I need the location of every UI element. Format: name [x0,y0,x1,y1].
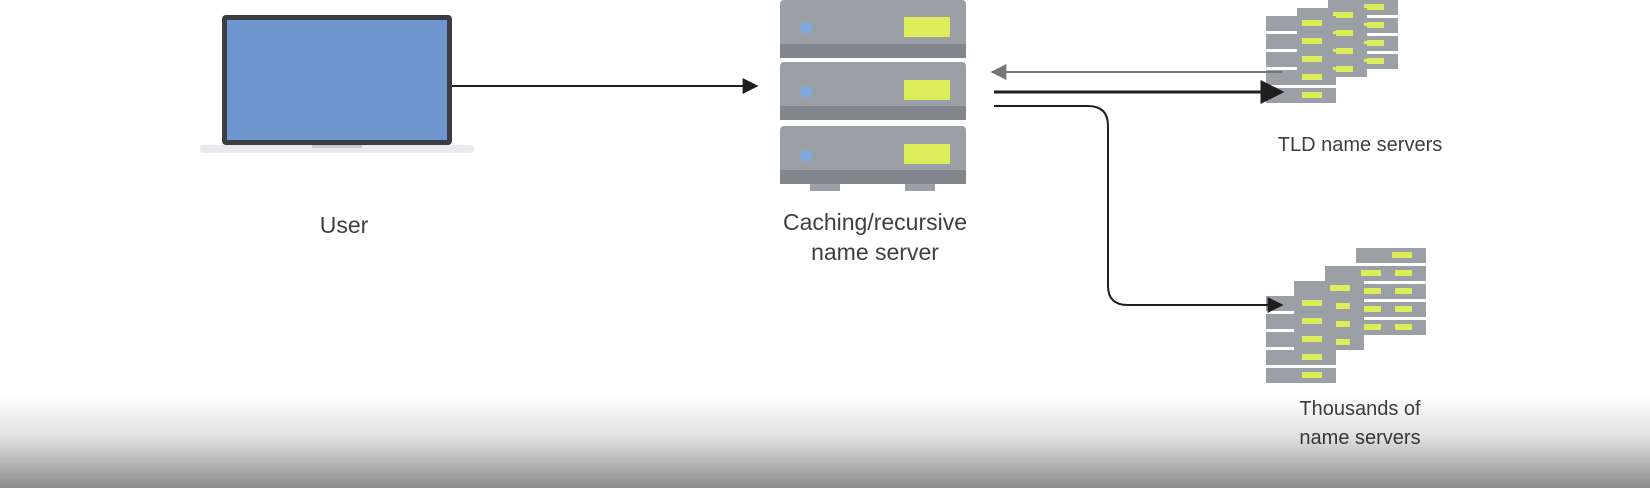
server-stack-icon [780,0,966,191]
tld-servers-label: TLD name servers [1277,134,1443,156]
caching-server-label-line2: name server [811,239,939,265]
server-cluster-icon [1266,0,1398,103]
thousands-servers-label-line2: name servers [1299,427,1421,449]
thousands-servers-label: Thousands of name servers [1240,395,1480,453]
caching-server-label-line1: Caching/recursive [782,209,968,235]
caching-server-label: Caching/recursive name server [715,207,1035,267]
laptop-icon [200,15,474,153]
server-cluster-icon [1266,248,1426,383]
user-label: User [319,212,369,238]
resolver-to-thousands-arrow [994,105,1284,313]
thousands-servers-label-line1: Thousands of [1299,398,1421,420]
